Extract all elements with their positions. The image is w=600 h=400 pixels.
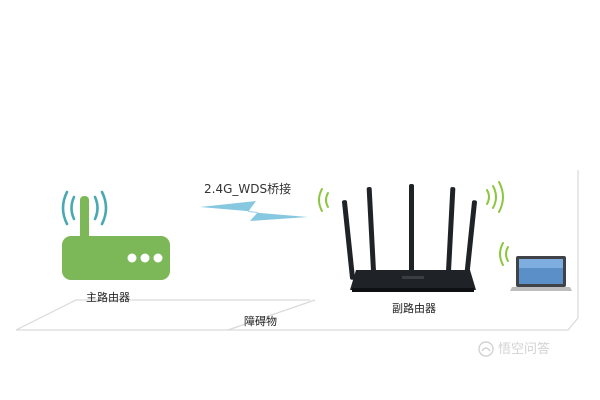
main-router-label: 主路由器 bbox=[86, 291, 130, 304]
sub-router bbox=[342, 184, 477, 292]
wifi-signal-icon bbox=[499, 242, 509, 266]
laptop-icon bbox=[510, 256, 572, 291]
sub-router-body bbox=[350, 270, 476, 290]
main-router-led bbox=[127, 253, 137, 263]
main-router-antenna bbox=[80, 196, 89, 244]
obstacle-label: 障碍物 bbox=[244, 315, 277, 328]
floor-outline bbox=[15, 170, 579, 331]
main-router-led bbox=[140, 253, 150, 263]
sub-router-antenna bbox=[342, 184, 477, 280]
main-router-led bbox=[153, 253, 163, 263]
lightning-bolt-icon bbox=[200, 201, 308, 221]
sub-router-led bbox=[402, 276, 424, 279]
wifi-signal-icon bbox=[318, 188, 329, 212]
wifi-signal-icon bbox=[61, 190, 108, 226]
main-router bbox=[62, 196, 170, 280]
sub-router-label: 副路由器 bbox=[392, 302, 436, 315]
link-label: 2.4G_WDS桥接 bbox=[204, 182, 292, 196]
sub-router-base bbox=[352, 288, 474, 292]
main-router-body bbox=[62, 236, 170, 280]
watermark-text: 悟空问答 bbox=[498, 341, 551, 357]
watermark: 悟空问答 bbox=[478, 341, 550, 357]
wukong-logo-icon bbox=[478, 341, 494, 357]
wifi-signal-icon bbox=[486, 181, 504, 213]
